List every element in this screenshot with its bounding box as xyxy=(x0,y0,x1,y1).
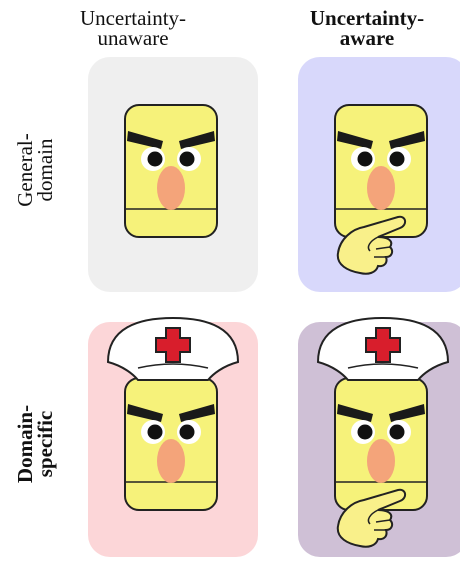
cell-general-aware xyxy=(298,57,460,292)
row-header-domain-specific: Domain- specific xyxy=(13,359,57,529)
cell-illustration xyxy=(124,104,218,238)
cell-specific-aware xyxy=(298,316,460,557)
angry-yellow-face-icon xyxy=(124,104,218,238)
cell-general-unaware xyxy=(88,57,258,292)
pointing-hand-chin-icon xyxy=(336,215,406,275)
column-header-uncertainty-unaware: Uncertainty- unaware xyxy=(48,6,218,50)
angry-yellow-face-icon xyxy=(334,377,428,511)
cell-illustration xyxy=(106,316,240,511)
row-header-general-domain: General- domain xyxy=(13,85,57,255)
cell-specific-unaware xyxy=(88,316,258,557)
angry-yellow-face-icon xyxy=(334,104,428,238)
row-header-line2: specific xyxy=(33,410,57,478)
column-header-line2: unaware xyxy=(97,26,169,50)
column-header-line1: Uncertainty- xyxy=(79,6,187,30)
nurse-hat-icon xyxy=(106,316,240,381)
angry-yellow-face-icon xyxy=(124,377,218,511)
row-header-line2: domain xyxy=(33,138,57,202)
cell-illustration xyxy=(316,316,450,548)
row-header-line1: General- xyxy=(13,133,37,207)
nurse-hat-icon xyxy=(316,316,450,381)
cell-illustration xyxy=(334,104,428,275)
column-header-line1: Uncertainty- xyxy=(309,6,425,30)
column-header-line2: aware xyxy=(339,26,395,50)
column-header-uncertainty-aware: Uncertainty- aware xyxy=(282,6,452,50)
pointing-hand-chin-icon xyxy=(336,488,406,548)
row-header-line1: Domain- xyxy=(13,404,37,484)
